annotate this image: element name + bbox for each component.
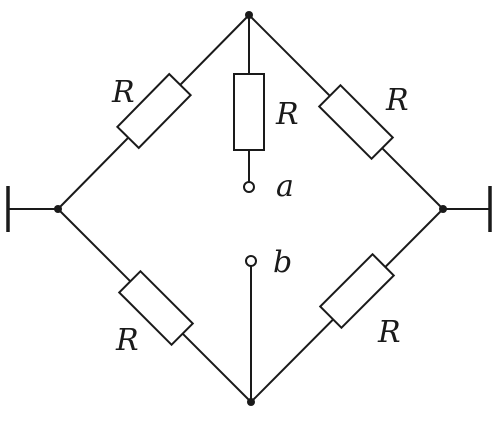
resistor-bottom-right (318, 252, 396, 330)
label-r-bottom-right: R (377, 315, 401, 350)
terminal-a (243, 181, 255, 193)
resistor-top-left (115, 72, 193, 150)
label-r-top-right: R (385, 83, 409, 118)
right-node (439, 205, 447, 213)
bottom-node (247, 398, 255, 406)
label-terminal-a: a (276, 169, 294, 204)
top-node (245, 11, 253, 19)
label-r-top-left: R (111, 75, 135, 110)
resistor-bottom-left (117, 269, 195, 347)
label-r-middle: R (275, 97, 299, 132)
left-node (54, 205, 62, 213)
terminal-b (245, 255, 257, 267)
label-r-bottom-left: R (115, 323, 139, 358)
label-terminal-b: b (273, 245, 292, 280)
resistor-middle (233, 73, 265, 151)
resistor-top-right (317, 83, 395, 161)
